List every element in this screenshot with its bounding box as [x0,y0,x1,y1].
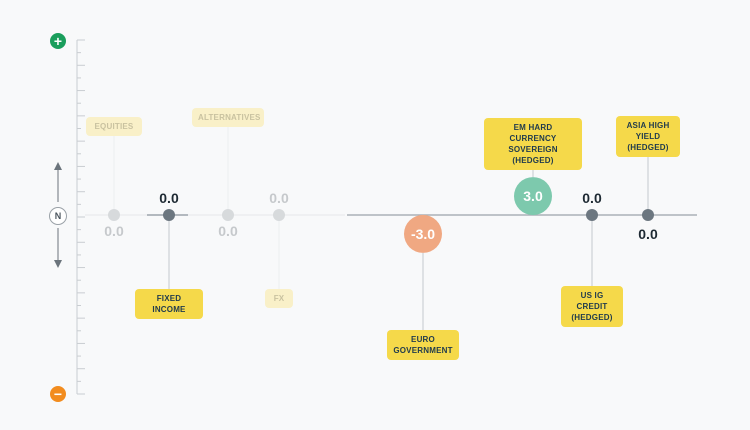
value-label: 0.0 [269,190,289,206]
value-label: 0.0 [159,190,179,206]
category-label: FX [265,289,293,308]
data-point [163,209,175,221]
category-label: ASIA HIGH YIELD (HEDGED) [616,116,680,157]
data-point [642,209,654,221]
category-label: EURO GOVERNMENT [387,330,459,360]
data-point [222,209,234,221]
data-point [404,214,442,253]
data-point [273,209,285,221]
category-label: EM HARD CURRENCY SOVEREIGN (HEDGED) [484,118,582,170]
value-label: 0.0 [218,223,238,239]
down-arrow-icon [54,260,62,268]
category-label: ALTERNATIVES [192,108,264,127]
category-label: US IG CREDIT (HEDGED) [561,286,623,327]
underweight-minus-icon: − [50,386,66,402]
overweight-plus-icon: + [50,33,66,49]
value-label: 0.0 [638,226,658,242]
value-label: 0.0 [104,223,124,239]
data-point [586,209,598,221]
data-point [108,209,120,221]
value-label: 0.0 [582,190,602,206]
category-label: FIXED INCOME [135,289,203,319]
up-arrow-icon [54,162,62,170]
value-label: 3.0 [523,188,543,205]
data-point [514,177,552,216]
value-label: -3.0 [410,225,436,242]
neutral-icon: N [49,207,67,225]
category-label: EQUITIES [86,117,142,136]
